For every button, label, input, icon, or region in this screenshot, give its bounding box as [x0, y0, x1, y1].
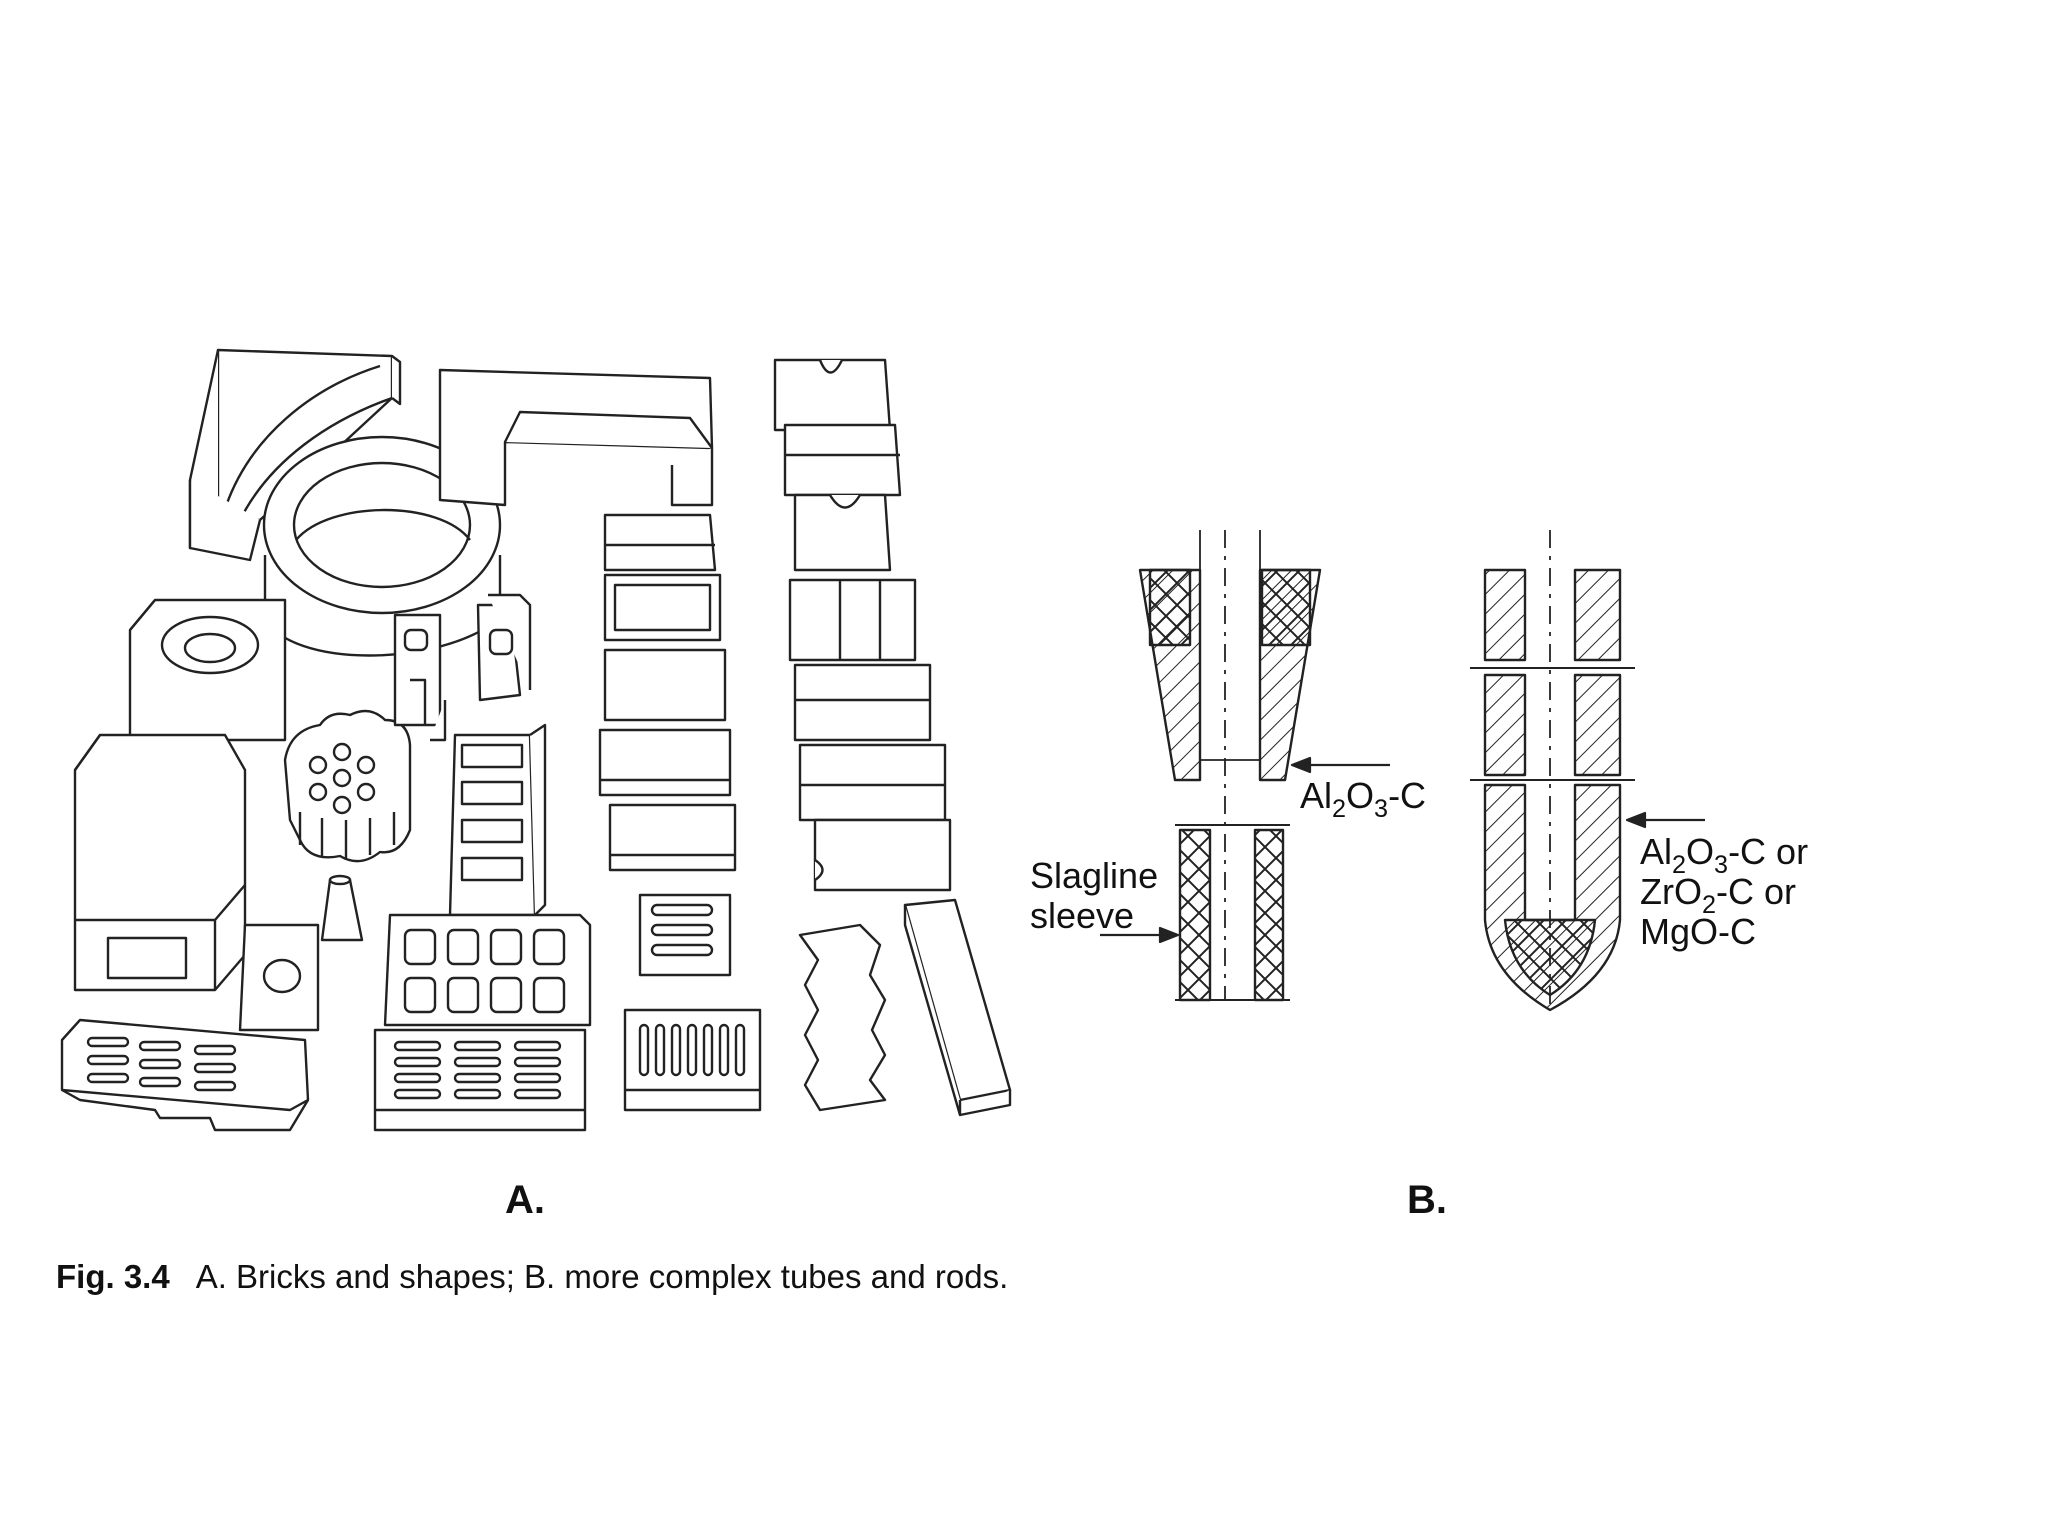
small-cone — [320, 878, 364, 942]
figure-caption: Fig. 3.4 A. Bricks and shapes; B. more co… — [56, 1258, 1008, 1296]
grate-brick — [373, 1028, 587, 1132]
rod-materials-label: Al2O3-C or ZrO2-C or MgO-C — [1640, 832, 1808, 952]
rect-bricks-middle — [598, 513, 737, 872]
small-cube-hole — [238, 923, 320, 1032]
slotted-stack — [623, 893, 762, 1112]
l-block — [438, 368, 714, 507]
long-bar — [903, 898, 1012, 1117]
corrugated-block — [798, 923, 887, 1112]
rod-material-line2: ZrO2-C or — [1640, 871, 1796, 919]
cube-round-hole — [128, 598, 287, 742]
caption-text: A. Bricks and shapes; B. more complex tu… — [195, 1258, 1009, 1295]
slagline-line1: Slagline — [1030, 855, 1159, 896]
arrows — [1100, 756, 1705, 944]
figure-number: Fig. 3.4 — [56, 1258, 170, 1295]
nozzle-right — [1470, 530, 1635, 1012]
cog-brick — [283, 709, 412, 863]
square-hole-block — [383, 913, 592, 1027]
arc-brick — [188, 348, 402, 562]
rect-bricks-right — [773, 358, 952, 892]
slotted-column — [448, 723, 547, 917]
slotted-brick-left — [60, 1018, 310, 1132]
panel-a-label: A. — [505, 1178, 545, 1222]
rod-material-line3: MgO-C — [1640, 911, 1756, 952]
slagline-line2: sleeve — [1030, 895, 1135, 936]
alumina-carbon-label: Al2O3-C — [1300, 775, 1427, 823]
panel-b-label: B. — [1407, 1178, 1447, 1222]
tall-box — [73, 733, 247, 992]
rod-material-line1: Al2O3-C or — [1640, 831, 1809, 879]
ring-shape — [262, 435, 502, 657]
nozzle-left — [1138, 530, 1322, 1002]
slagline-sleeve-label: Slagline sleeve — [1030, 856, 1158, 936]
posts — [393, 593, 532, 742]
